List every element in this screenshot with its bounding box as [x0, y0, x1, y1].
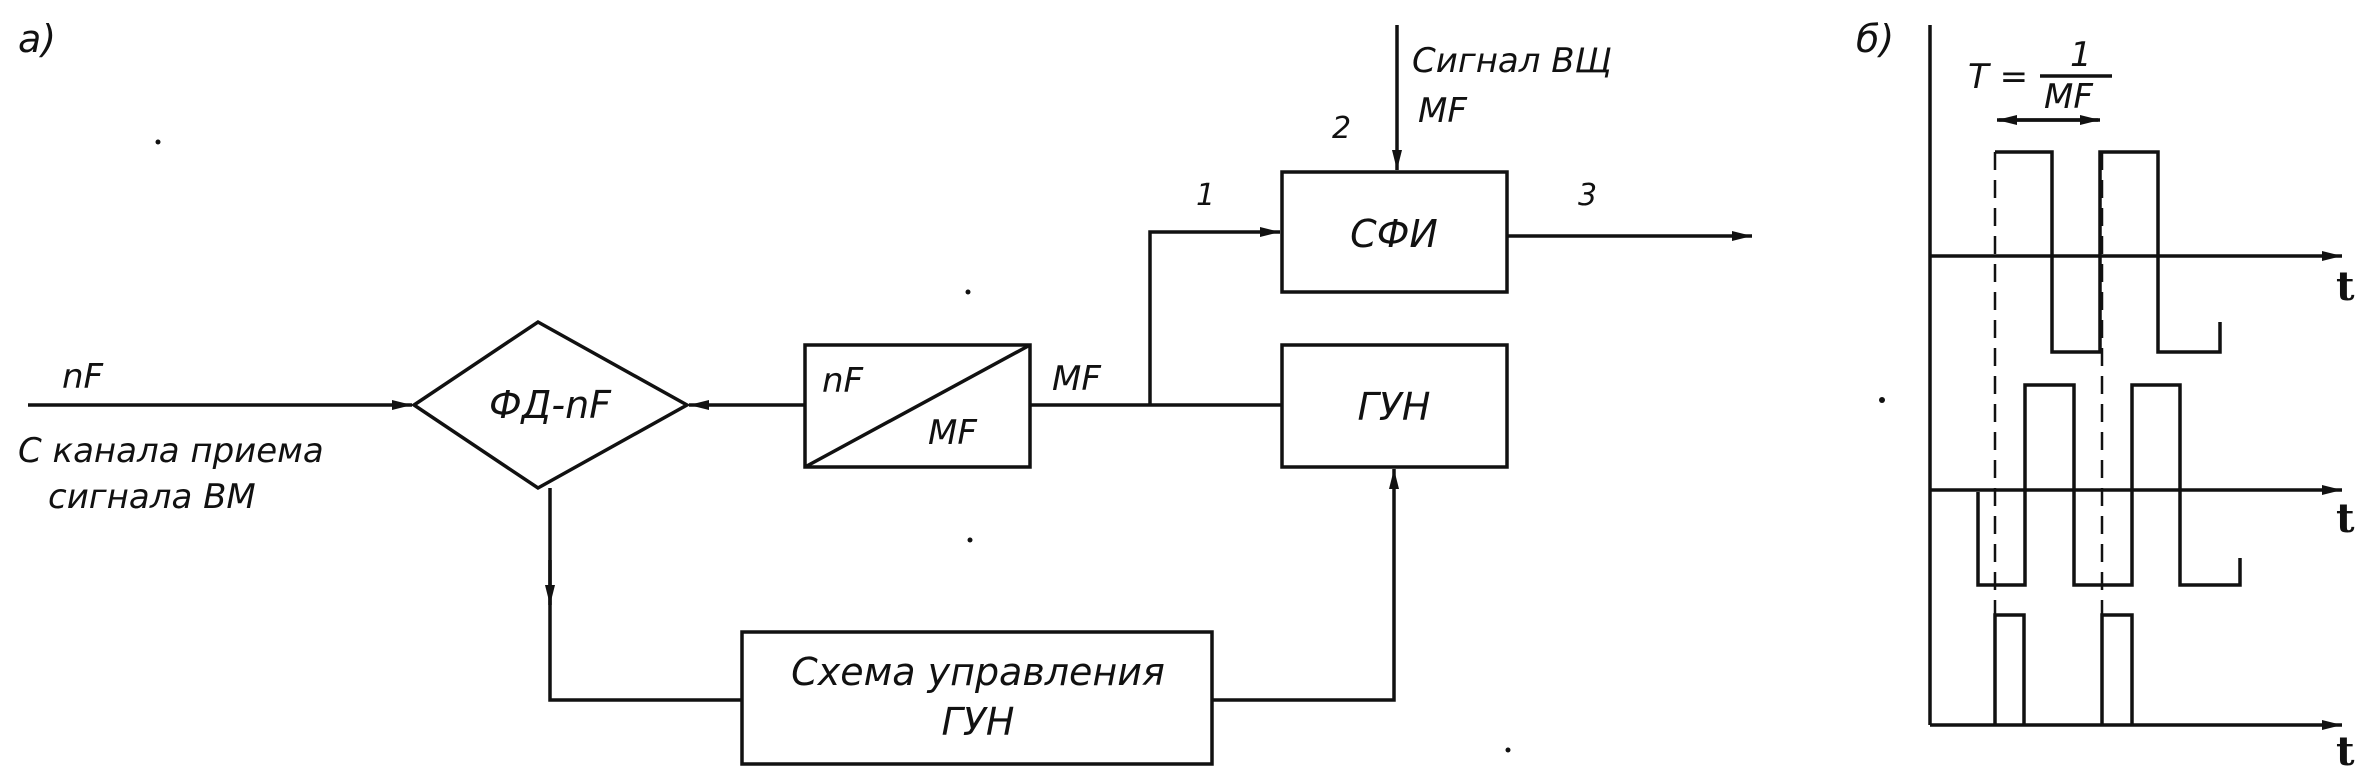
node-3-label: 3: [1578, 178, 1597, 213]
input-source-line2: сигнала ВМ: [48, 477, 256, 517]
control-block-line2: ГУН: [942, 700, 1015, 744]
time-axis-3-label: t: [2336, 728, 2355, 775]
vco-control-block: [740, 630, 1214, 766]
speck: [155, 139, 161, 145]
speck: [967, 537, 973, 543]
time-axis-2-label: t: [2336, 495, 2355, 542]
waveform-1: [1995, 150, 2222, 354]
waveform-3-pulse-2: [2100, 613, 2134, 725]
input-source-line1: С канала приема: [18, 431, 324, 471]
node-1-label: 1: [1196, 178, 1215, 213]
control-block-line1: Схема управления: [791, 650, 1165, 694]
divider-top-label: nF: [822, 361, 864, 401]
time-axis-1-label: t: [2336, 263, 2355, 310]
junction-to-sfi-line: [1148, 227, 1280, 405]
sfi-block: [1280, 170, 1509, 294]
divider-output-label: MF: [1052, 359, 1101, 399]
speck: [1879, 397, 1885, 403]
sfi-label: СФИ: [1350, 212, 1438, 256]
panel-a-label: а): [18, 17, 56, 61]
phase-detector-block: [410, 319, 691, 491]
input-signal-label: nF: [62, 357, 104, 397]
panel-b-label: б): [1856, 17, 1894, 61]
external-signal-line1: Сигнал ВЩ: [1412, 41, 1612, 81]
vco-label: ГУН: [1358, 385, 1431, 429]
divider-diagonal: [804, 343, 1031, 469]
phase-detector-label: ФД-nF: [489, 383, 612, 427]
vco-block: [1280, 343, 1509, 469]
node-2-label: 2: [1332, 111, 1351, 146]
period-numerator: 1: [2070, 35, 2092, 75]
waveform-3-pulse-1: [1993, 613, 2026, 725]
speck: [1505, 747, 1511, 753]
period-lhs: T =: [1968, 57, 2028, 97]
period-denominator: MF: [2044, 77, 2093, 117]
external-signal-line2: MF: [1418, 91, 1467, 131]
divider-bottom-label: MF: [928, 413, 977, 453]
waveform-2: [1976, 383, 2242, 587]
speck: [965, 289, 971, 295]
control-to-vco-arrow: [1212, 469, 1399, 702]
detector-to-control-line: [548, 488, 742, 702]
